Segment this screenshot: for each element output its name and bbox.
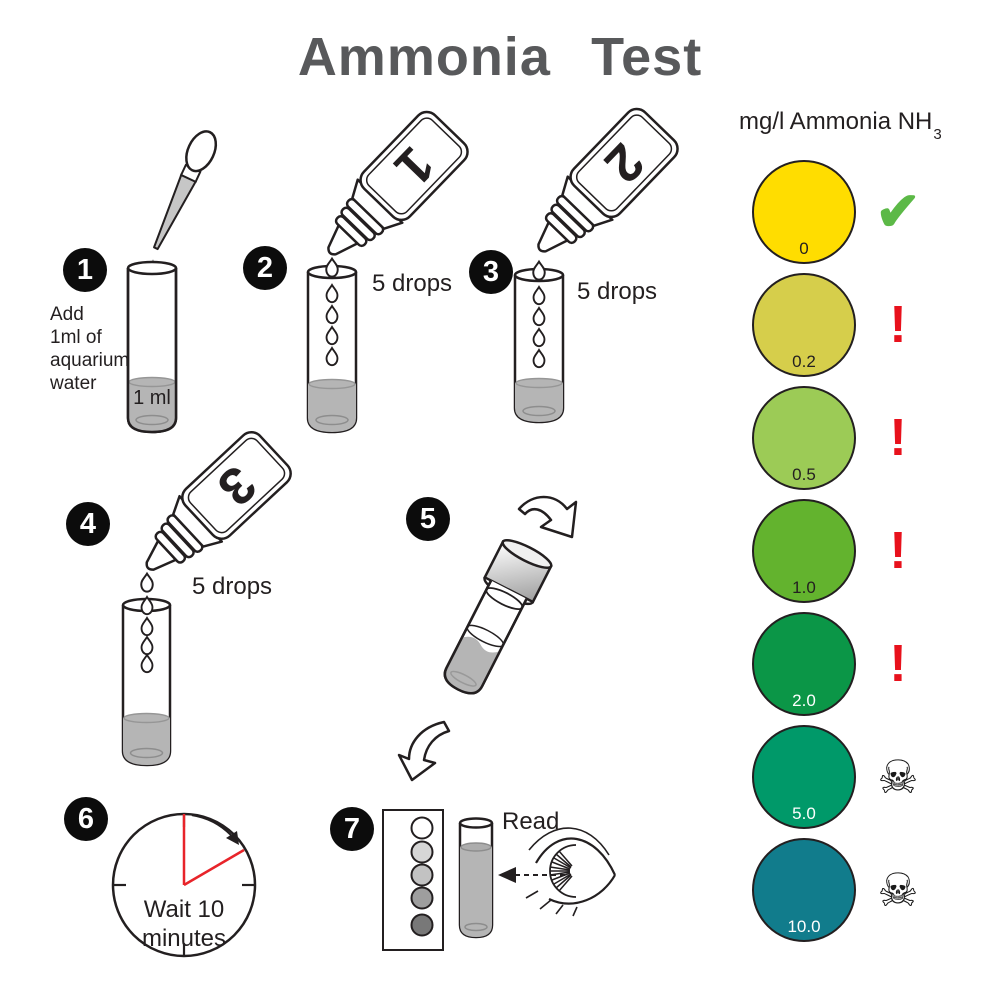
warning-icon: ! xyxy=(889,409,907,467)
warning-icon: ! xyxy=(889,522,907,580)
scale-row: 0 ✔ xyxy=(752,160,928,264)
level-value: 0.5 xyxy=(792,465,816,484)
capped-tube xyxy=(443,538,553,695)
color-swatch: 0.5 xyxy=(752,386,856,490)
warning-icon: ! xyxy=(889,635,907,693)
look-arrow xyxy=(498,867,565,883)
pipette-icon xyxy=(153,130,218,251)
step7-graphic xyxy=(382,809,617,951)
tube-volume-label: 1 ml xyxy=(133,387,171,409)
step-number-badge: 5 xyxy=(406,497,450,541)
drops-label: 5 drops xyxy=(577,278,658,305)
step-7: 7 Read xyxy=(330,795,650,1000)
eye-icon xyxy=(525,827,617,917)
instruction-text: Add 1ml of aquarium water xyxy=(50,304,130,394)
level-value: 1.0 xyxy=(792,578,816,597)
scale-row: 2.0 ! xyxy=(752,612,928,716)
scale-header: mg/l Ammonia NH3 xyxy=(739,108,942,143)
color-scale: 0 ✔ 0.2 ! 0.5 ! 1.0 ! 2.0 ! xyxy=(752,160,928,942)
clock-arrowhead xyxy=(226,831,239,845)
clock-sweep-arrow xyxy=(191,813,232,836)
scale-row: 0.2 ! xyxy=(752,273,928,377)
iris-hatching xyxy=(549,850,573,892)
step4-graphic: 3 xyxy=(121,431,292,767)
level-value: 10.0 xyxy=(787,917,821,936)
step-4: 3 4 5 drops xyxy=(60,431,310,785)
step3-graphic: 2 xyxy=(513,107,679,424)
clock-icon xyxy=(111,812,257,958)
step-number-badge: 4 xyxy=(66,502,110,546)
drops-label: 5 drops xyxy=(372,270,453,297)
step-5: 5 xyxy=(395,475,630,805)
falling-drops xyxy=(325,256,339,367)
scale-row: 10.0 ☠ xyxy=(752,838,928,942)
step-2: 1 2 5 drops xyxy=(240,110,475,440)
dropper-bottle-icon: 1 xyxy=(327,110,469,256)
eyelashes xyxy=(525,890,578,917)
step-number-badge: 6 xyxy=(64,797,108,841)
step-number-badge: 7 xyxy=(330,807,374,851)
step5-graphic xyxy=(397,495,578,782)
shake-arrow-bottom xyxy=(397,720,451,782)
color-swatch: 1.0 xyxy=(752,499,856,603)
warning-icon: ! xyxy=(889,296,907,354)
falling-drops xyxy=(532,259,546,369)
step-6: 6 Wait 10 minutes xyxy=(55,795,315,1000)
shake-arrow-top xyxy=(517,495,578,539)
color-card xyxy=(382,809,444,951)
step2-graphic: 1 xyxy=(306,110,469,434)
level-value: 2.0 xyxy=(792,691,816,710)
step-number-badge: 3 xyxy=(469,250,513,294)
check-icon: ✔ xyxy=(875,182,921,242)
scale-header-subscript: 3 xyxy=(933,125,942,143)
scale-row: 1.0 ! xyxy=(752,499,928,603)
test-tube xyxy=(458,817,494,939)
falling-drops xyxy=(140,571,154,674)
page-title: Ammonia Test xyxy=(297,27,703,87)
skull-icon: ☠ xyxy=(877,751,919,803)
scale-header-text: mg/l Ammonia NH xyxy=(739,108,933,135)
color-swatch: 0.2 xyxy=(752,273,856,377)
step1-graphic xyxy=(126,130,218,434)
skull-icon: ☠ xyxy=(877,864,919,916)
wait-label: Wait 10 minutes xyxy=(141,896,227,952)
dropper-bottle-icon: 2 xyxy=(537,107,679,253)
read-label: Read xyxy=(502,808,560,835)
step-number-badge: 1 xyxy=(63,248,107,292)
drops-label: 5 drops xyxy=(192,573,273,600)
scale-row: 5.0 ☠ xyxy=(752,725,928,829)
clock-hands xyxy=(182,814,245,887)
step-1: 1 Add 1ml of aquarium water 1 ml xyxy=(45,115,260,440)
test-tube xyxy=(126,260,178,434)
color-swatch: 10.0 xyxy=(752,838,856,942)
scale-row: 0.5 ! xyxy=(752,386,928,490)
color-swatch: 0 xyxy=(752,160,856,264)
color-swatch: 5.0 xyxy=(752,725,856,829)
dropper-bottle-icon: 3 xyxy=(145,431,292,571)
color-swatch: 2.0 xyxy=(752,612,856,716)
level-value: 0 xyxy=(799,239,809,258)
step-3: 2 3 5 drops xyxy=(463,107,698,440)
step-number-badge: 2 xyxy=(243,246,287,290)
level-value: 0.2 xyxy=(792,352,816,371)
level-value: 5.0 xyxy=(792,804,816,823)
